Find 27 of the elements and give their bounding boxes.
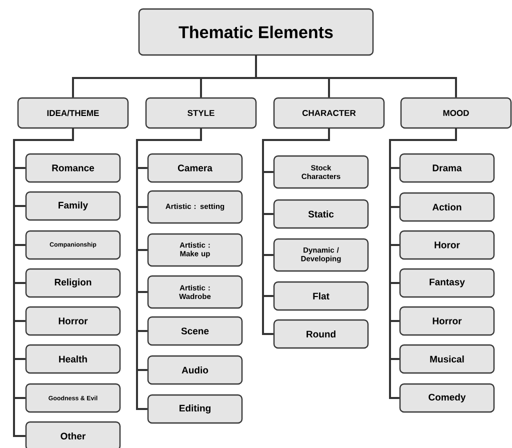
connector: [262, 128, 330, 335]
item-box: Scene: [147, 316, 243, 346]
item-box: Round: [273, 319, 369, 349]
category-box: IDEA/THEME: [17, 97, 129, 129]
item-box: Fantasy: [399, 268, 495, 298]
item-box: Audio: [147, 355, 243, 385]
item-box: Camera: [147, 153, 243, 183]
category-box: CHARACTER: [273, 97, 385, 129]
item-box: Musical: [399, 344, 495, 374]
item-box: Flat: [273, 281, 369, 311]
item-box: Romance: [25, 153, 121, 183]
item-box: Family: [25, 191, 121, 221]
category-box: STYLE: [145, 97, 257, 129]
item-box: Action: [399, 192, 495, 222]
item-box: Static: [273, 199, 369, 229]
connector: [255, 56, 457, 98]
item-box: Horror: [25, 306, 121, 336]
category-box: MOOD: [400, 97, 512, 129]
item-box: Other: [25, 421, 121, 448]
title-box: Thematic Elements: [138, 8, 374, 56]
item-box: Horor: [399, 230, 495, 260]
item-box: Religion: [25, 268, 121, 298]
item-box: Editing: [147, 394, 243, 424]
item-box: Health: [25, 344, 121, 374]
item-box: Drama: [399, 153, 495, 183]
item-box: Horror: [399, 306, 495, 336]
item-box: Comedy: [399, 383, 495, 413]
